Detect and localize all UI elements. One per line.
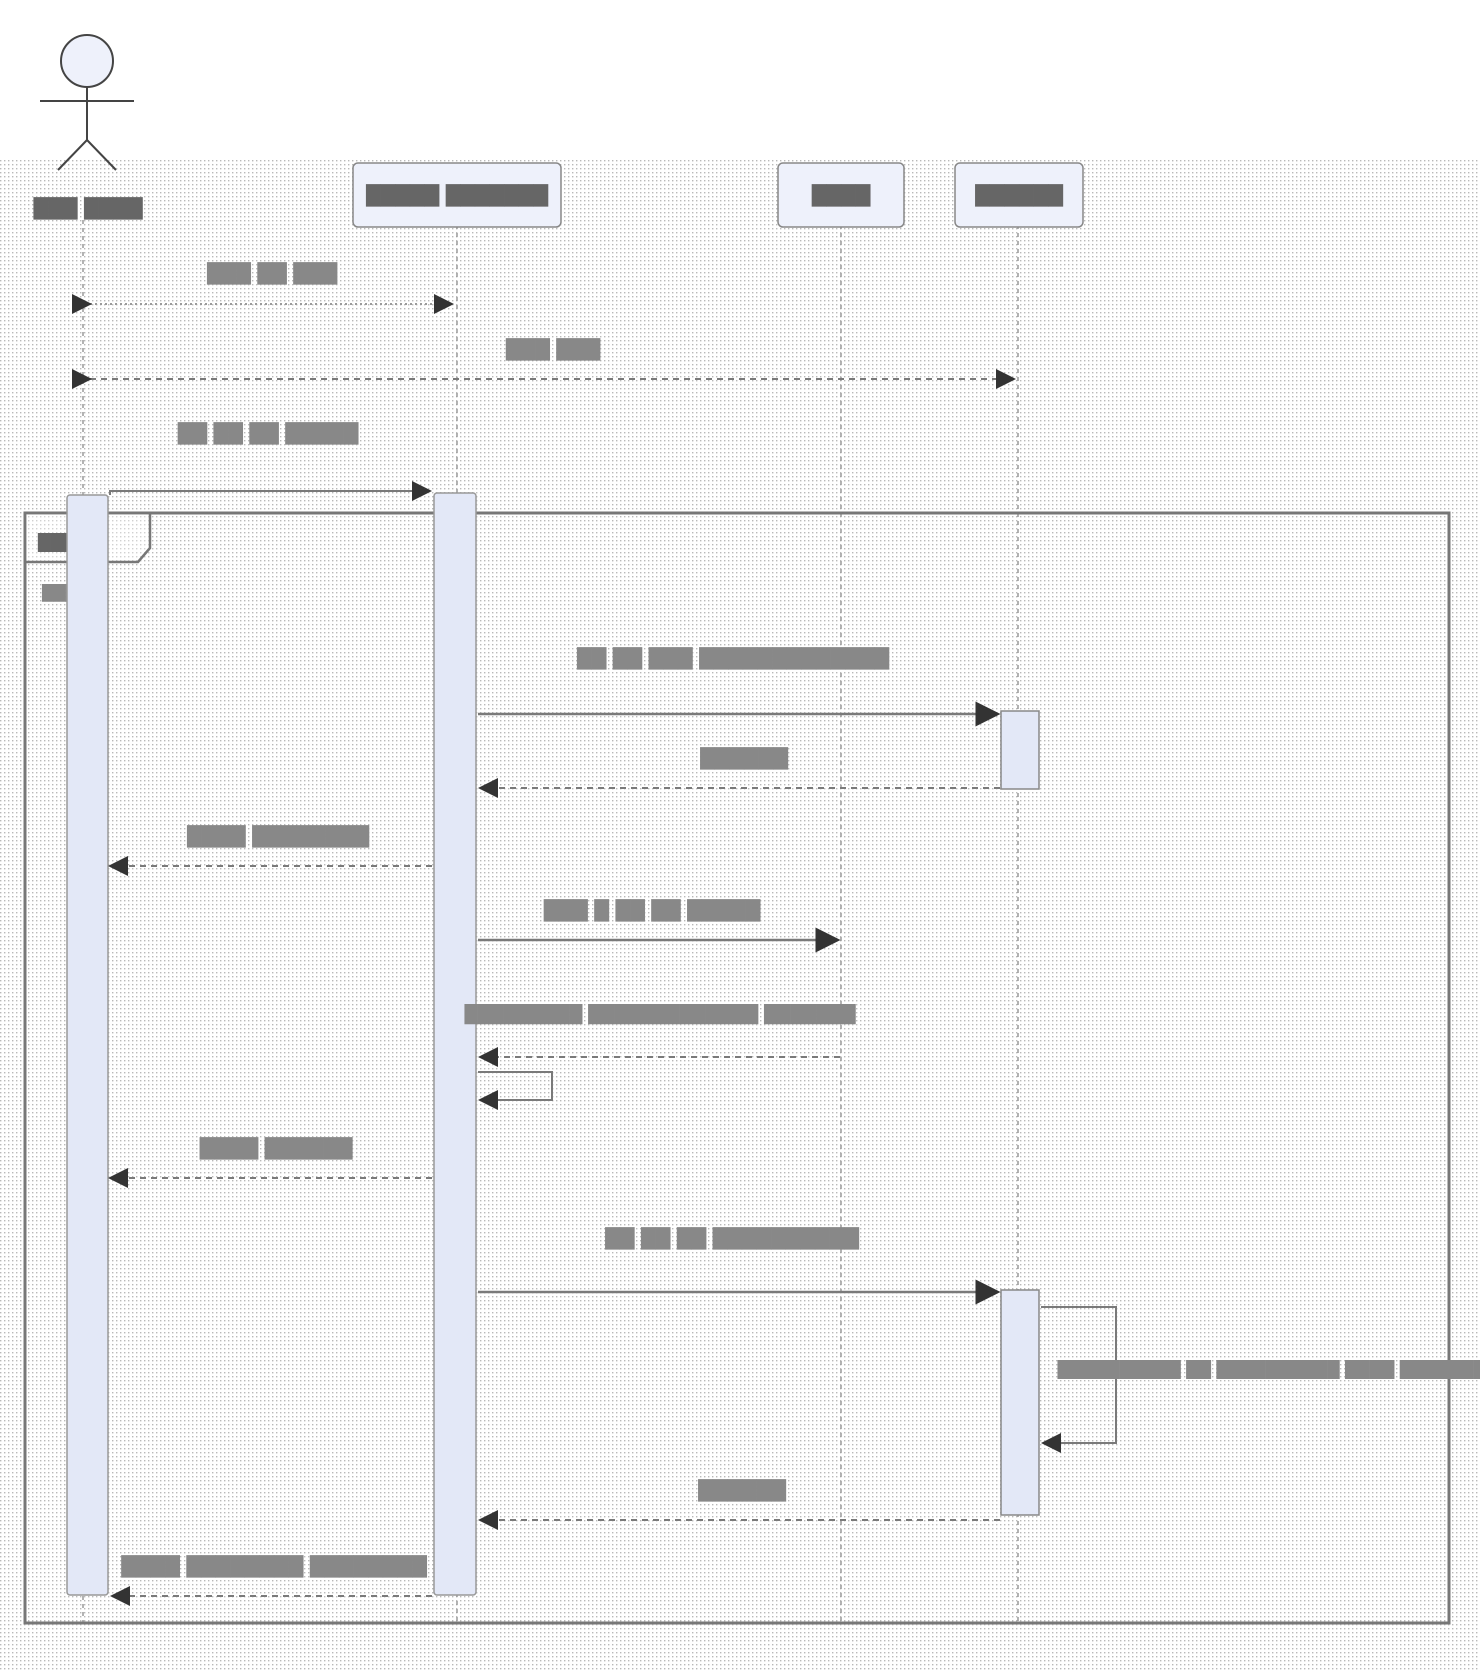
- message-label-6: ████ ████████: [186, 825, 369, 848]
- message-label-13: ██████: [697, 1479, 786, 1502]
- background-dot-pattern: [0, 160, 1480, 1672]
- activation-user: [66, 494, 109, 1596]
- participant-agent-label: █████ ███████: [365, 184, 548, 207]
- activation-device-2: [1000, 1289, 1040, 1516]
- participant-device-label: ██████: [974, 184, 1063, 207]
- message-label-10: ████ ██████: [199, 1137, 353, 1160]
- participant-llm: ████: [777, 162, 905, 228]
- message-label-2: ███ ███: [505, 338, 601, 361]
- activation-agent: [433, 492, 477, 1596]
- message-label-1: ███ ██ ███: [206, 262, 338, 285]
- message-arrow-9-self: [478, 1071, 553, 1110]
- message-label-3: ██ ██ ██ █████: [177, 422, 359, 445]
- participant-device: ██████: [954, 162, 1084, 228]
- message-label-5: ██████: [699, 747, 788, 770]
- loop-label: ███: [37, 532, 76, 552]
- message-label-7: ███ █ ██ ██ █████: [543, 899, 761, 922]
- message-label-14: ████ ████████ ████████: [120, 1555, 427, 1578]
- actor-user: ███ ████: [33, 34, 143, 220]
- message-label-12: ██████████ ██ ██████████ ████ ████████: [1057, 1359, 1480, 1379]
- message-arrow-12-self: [1041, 1306, 1117, 1453]
- participant-llm-label: ████: [811, 184, 871, 207]
- message-label-4: ██ ██ ███ █████████████: [576, 647, 889, 670]
- participant-agent: █████ ███████: [352, 162, 562, 228]
- message-label-8: █████████ █████████████ ███████: [464, 1004, 857, 1025]
- activation-device-1: [1000, 710, 1040, 790]
- message-arrow-3: [109, 481, 432, 501]
- actor-label: ███ ████: [33, 197, 143, 220]
- actor-head-icon: [60, 34, 114, 88]
- message-label-11: ██ ██ ██ ██████████: [604, 1227, 859, 1250]
